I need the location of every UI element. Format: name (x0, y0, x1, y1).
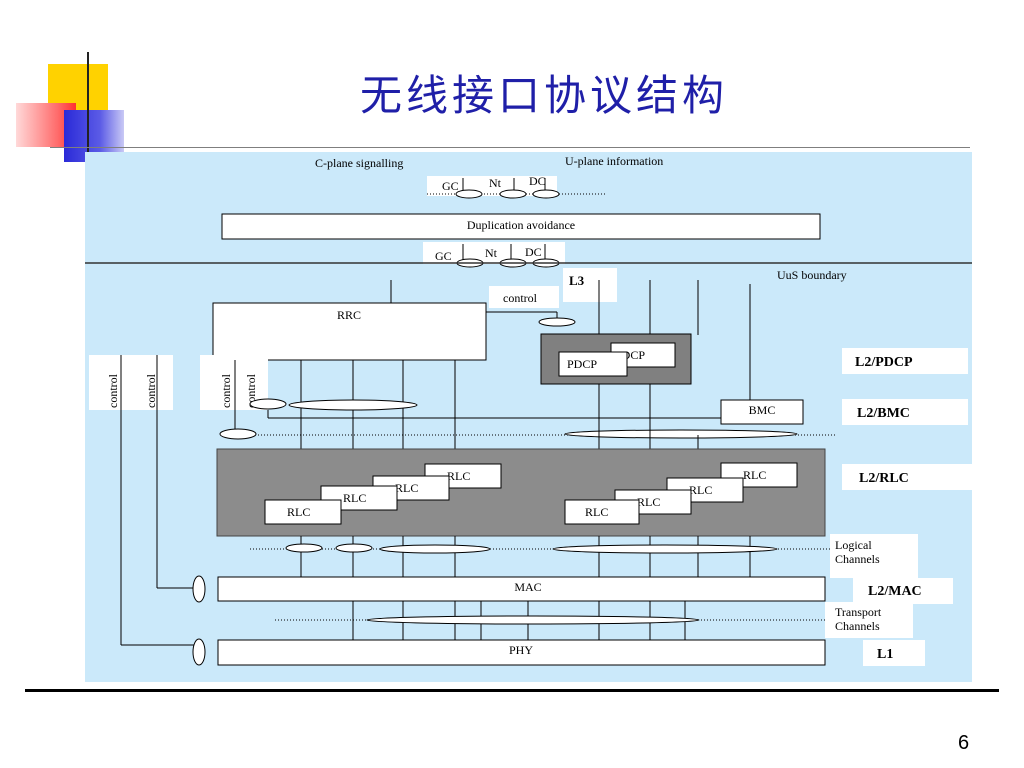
top-nt-sap (499, 189, 527, 199)
transport-sap (366, 615, 700, 625)
logical-channels-box (830, 534, 918, 578)
l2-rlc-label: L2/RLC (859, 471, 909, 486)
mac-label: MAC (514, 580, 541, 594)
rlc-u3-label: RLC (689, 483, 712, 497)
bmc-box (720, 399, 804, 425)
transport-channels-box (825, 602, 913, 638)
title-underline (50, 147, 970, 148)
top-dc-sap (532, 189, 560, 199)
phy-control-sap (192, 638, 206, 666)
page-number: 6 (958, 732, 970, 754)
rrc-label: RRC (337, 308, 361, 322)
l3-label-box (563, 268, 617, 302)
pdcp-front-label: PDCP (567, 357, 597, 371)
rrc-box (212, 302, 487, 361)
lc-sap-3 (379, 544, 491, 554)
top-nt-label: Nt (489, 176, 502, 190)
rlc-u4-label: RLC (743, 468, 766, 482)
phy-label: PHY (509, 643, 533, 657)
u-plane-label: U-plane information (565, 154, 663, 168)
top-gc-label: GC (442, 179, 459, 193)
rrc-rb-sap (288, 399, 418, 411)
l2-pdcp-label: L2/PDCP (855, 355, 913, 370)
bottom-sap-box (423, 242, 565, 264)
c-plane-label: C-plane signalling (315, 156, 403, 170)
protocol-diagram: C-plane signalling U-plane information G… (85, 152, 972, 682)
rlc-box-c1 (264, 499, 342, 525)
control-label-right-1: control (219, 373, 233, 408)
rlc-u2-label: RLC (637, 495, 660, 509)
pdcp-box-front (558, 351, 628, 377)
rlc-u1-label: RLC (585, 505, 608, 519)
control-label-group-left (89, 355, 173, 410)
l2-mac-box (853, 578, 953, 604)
duplication-avoidance-box (221, 213, 821, 240)
bcch-sap (219, 428, 257, 440)
page-title: 无线接口协议结构 (360, 71, 729, 120)
lc-sap-4 (552, 544, 778, 554)
lc-sap-2 (335, 543, 373, 553)
control-label-left-2: control (144, 373, 158, 408)
top-dc-label: DC (529, 174, 546, 188)
l1-label: L1 (877, 647, 893, 662)
l2-pdcp-box (842, 348, 968, 374)
bottom-nt-label: Nt (485, 246, 498, 260)
l2-bmc-label: L2/BMC (857, 406, 910, 421)
rlc-c2-label: RLC (343, 491, 366, 505)
uus-boundary-label: UuS boundary (777, 268, 847, 282)
u-plane-rb-sap (564, 429, 798, 439)
phy-box (217, 639, 826, 666)
bmc-label: BMC (749, 403, 776, 417)
logical-channels-label-1: Logical (835, 538, 872, 552)
l1-box (863, 640, 925, 666)
l2-mac-label: L2/MAC (868, 584, 922, 599)
logical-channels-label-2: Channels (835, 552, 880, 566)
decorative-vertical-line (87, 52, 89, 162)
l3-label: L3 (569, 273, 585, 288)
transport-channels-label-1: Transport (835, 605, 882, 619)
l2-rlc-box (842, 464, 972, 490)
bottom-dc-label: DC (525, 245, 542, 259)
pdcp-control-sap (538, 317, 576, 327)
rrc-bmc-sap (249, 398, 287, 410)
lc-sap-1 (285, 543, 323, 553)
mac-control-sap (192, 575, 206, 603)
protocol-diagram-svg: C-plane signalling U-plane information G… (85, 154, 972, 666)
control-label-box (489, 286, 559, 308)
bottom-rule (25, 689, 999, 692)
rlc-c1-label: RLC (287, 505, 310, 519)
duplication-avoidance-label: Duplication avoidance (467, 218, 575, 232)
top-gc-sap (455, 189, 483, 199)
control-label-left-1: control (106, 373, 120, 408)
rlc-c4-label: RLC (447, 469, 470, 483)
rlc-box-u1 (564, 499, 640, 525)
control-label-right-2: control (244, 373, 258, 408)
rlc-c3-label: RLC (395, 481, 418, 495)
control-label: control (503, 291, 538, 305)
bottom-gc-label: GC (435, 249, 452, 263)
mac-box (217, 576, 826, 602)
transport-channels-label-2: Channels (835, 619, 880, 633)
l2-bmc-box (842, 399, 968, 425)
